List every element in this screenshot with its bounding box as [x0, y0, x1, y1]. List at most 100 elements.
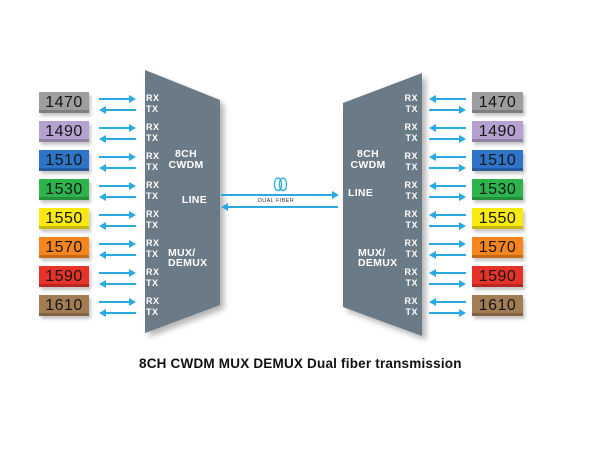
rx-port-label-right-1490: RX: [404, 121, 418, 132]
left-mux-name-line2: CWDM: [168, 158, 204, 171]
tx-port-label-right-1590: TX: [405, 277, 418, 288]
diagram-caption: 8CH CWDM MUX DEMUX Dual fiber transmissi…: [139, 356, 462, 371]
rx-arrow-right-1590: [429, 268, 466, 277]
rx-arrow-left-1530-head-icon: [129, 181, 136, 190]
fiber-coil-icon: [273, 177, 288, 192]
rx-arrow-right-1510: [429, 152, 466, 161]
tx-arrow-right-1490: [429, 134, 466, 143]
tx-arrow-left-1530-head-icon: [99, 192, 106, 201]
tx-port-label-right-1550: TX: [405, 219, 418, 230]
wavelength-box-right-1510: 1510: [472, 150, 523, 171]
rx-port-label-left-1470: RX: [146, 92, 160, 103]
fiber-arrowhead-right-icon: [332, 190, 339, 199]
tx-arrow-right-1550-head-icon: [459, 221, 466, 230]
wavelength-box-left-1530: 1530: [39, 179, 89, 200]
tx-arrow-right-1610: [429, 308, 466, 317]
rx-port-label-left-1510: RX: [146, 150, 160, 161]
tx-arrow-left-1530: [99, 192, 136, 201]
tx-port-label-right-1570: TX: [405, 248, 418, 259]
tx-arrow-right-1530-head-icon: [459, 192, 466, 201]
tx-arrow-left-1510-head-icon: [99, 163, 106, 172]
wavelength-box-left-1510: 1510: [39, 150, 89, 171]
right-mux-func-line1: MUX/: [358, 246, 386, 259]
rx-arrow-left-1590-head-icon: [129, 268, 136, 277]
tx-arrow-right-1550: [429, 221, 466, 230]
rx-arrow-right-1550-head-icon: [429, 210, 436, 219]
tx-port-label-right-1530: TX: [405, 190, 418, 201]
rx-arrow-right-1590-head-icon: [429, 268, 436, 277]
rx-arrow-left-1510: [99, 152, 136, 161]
rx-arrow-left-1610: [99, 297, 136, 306]
tx-arrow-left-1590: [99, 279, 136, 288]
left-mux-name-line1: 8CH: [175, 148, 197, 160]
wavelength-box-left-1570: 1570: [39, 237, 89, 258]
wavelength-box-right-1550: 1550: [472, 208, 523, 229]
tx-port-label-left-1470: TX: [146, 103, 159, 114]
rx-arrow-right-1490: [429, 123, 466, 132]
tx-port-label-left-1490: TX: [146, 132, 159, 143]
rx-arrow-left-1610-head-icon: [129, 297, 136, 306]
right-mux-func-line2: DEMUX: [358, 257, 398, 269]
tx-port-label-left-1550: TX: [146, 219, 159, 230]
rx-arrow-right-1570-head-icon: [459, 239, 466, 248]
rx-arrow-left-1550: [99, 210, 136, 219]
tx-arrow-left-1470-head-icon: [99, 105, 106, 114]
rx-port-label-right-1530: RX: [404, 179, 418, 190]
tx-port-label-left-1510: TX: [146, 161, 159, 172]
tx-arrow-right-1570: [429, 250, 466, 259]
fiber-line-left-to-right: [221, 190, 339, 199]
rx-arrow-left-1490: [99, 123, 136, 132]
left-mux-func-line1: MUX/: [168, 246, 196, 259]
tx-port-label-left-1570: TX: [146, 248, 159, 259]
tx-arrow-right-1610-head-icon: [459, 308, 466, 317]
rx-port-label-right-1510: RX: [404, 150, 418, 161]
wavelength-box-right-1490: 1490: [472, 121, 523, 142]
wavelength-box-left-1490: 1490: [39, 121, 89, 142]
tx-arrow-right-1570-head-icon: [429, 250, 436, 259]
tx-arrow-right-1530: [429, 192, 466, 201]
wavelength-box-right-1610: 1610: [472, 295, 523, 316]
right-mux-trapezoid: [343, 73, 422, 336]
wavelength-box-left-1470: 1470: [39, 92, 89, 113]
tx-arrow-right-1590-head-icon: [459, 279, 466, 288]
rx-port-label-left-1530: RX: [146, 179, 160, 190]
rx-arrow-left-1570-head-icon: [129, 239, 136, 248]
tx-arrow-left-1470: [99, 105, 136, 114]
rx-arrow-left-1510-head-icon: [129, 152, 136, 161]
left-mux-func-line2: DEMUX: [168, 257, 208, 269]
rx-port-label-left-1610: RX: [146, 295, 160, 306]
left-mux-line-port-label: LINE: [181, 194, 207, 206]
rx-arrow-left-1530: [99, 181, 136, 190]
tx-arrow-right-1510-head-icon: [459, 163, 466, 172]
tx-port-label-left-1530: TX: [146, 190, 159, 201]
rx-arrow-left-1570: [99, 239, 136, 248]
wavelength-box-right-1530: 1530: [472, 179, 523, 200]
tx-arrow-left-1570: [99, 250, 136, 259]
rx-arrow-right-1570: [429, 239, 466, 248]
rx-arrow-right-1610-head-icon: [429, 297, 436, 306]
tx-arrow-left-1590-head-icon: [99, 279, 106, 288]
fiber-line-right-to-left: [221, 202, 338, 211]
rx-port-label-right-1470: RX: [404, 92, 418, 103]
wavelength-box-left-1610: 1610: [39, 295, 89, 316]
rx-arrow-left-1590: [99, 268, 136, 277]
rx-port-label-left-1570: RX: [146, 237, 160, 248]
tx-arrow-left-1570-head-icon: [99, 250, 106, 259]
tx-arrow-right-1470-head-icon: [459, 105, 466, 114]
tx-port-label-right-1470: TX: [405, 103, 418, 114]
left-mux-trapezoid: [145, 70, 220, 333]
tx-arrow-left-1550-head-icon: [99, 221, 106, 230]
rx-port-label-left-1490: RX: [146, 121, 160, 132]
rx-arrow-left-1550-head-icon: [129, 210, 136, 219]
rx-arrow-right-1470: [429, 94, 466, 103]
fiber-arrowhead-left-icon: [221, 202, 228, 211]
tx-arrow-right-1490-head-icon: [459, 134, 466, 143]
tx-arrow-left-1510: [99, 163, 136, 172]
tx-arrow-left-1610: [99, 308, 136, 317]
rx-arrow-left-1470-head-icon: [129, 94, 136, 103]
rx-arrow-right-1530-head-icon: [429, 181, 436, 190]
tx-arrow-right-1510: [429, 163, 466, 172]
wavelength-box-left-1590: 1590: [39, 266, 89, 287]
